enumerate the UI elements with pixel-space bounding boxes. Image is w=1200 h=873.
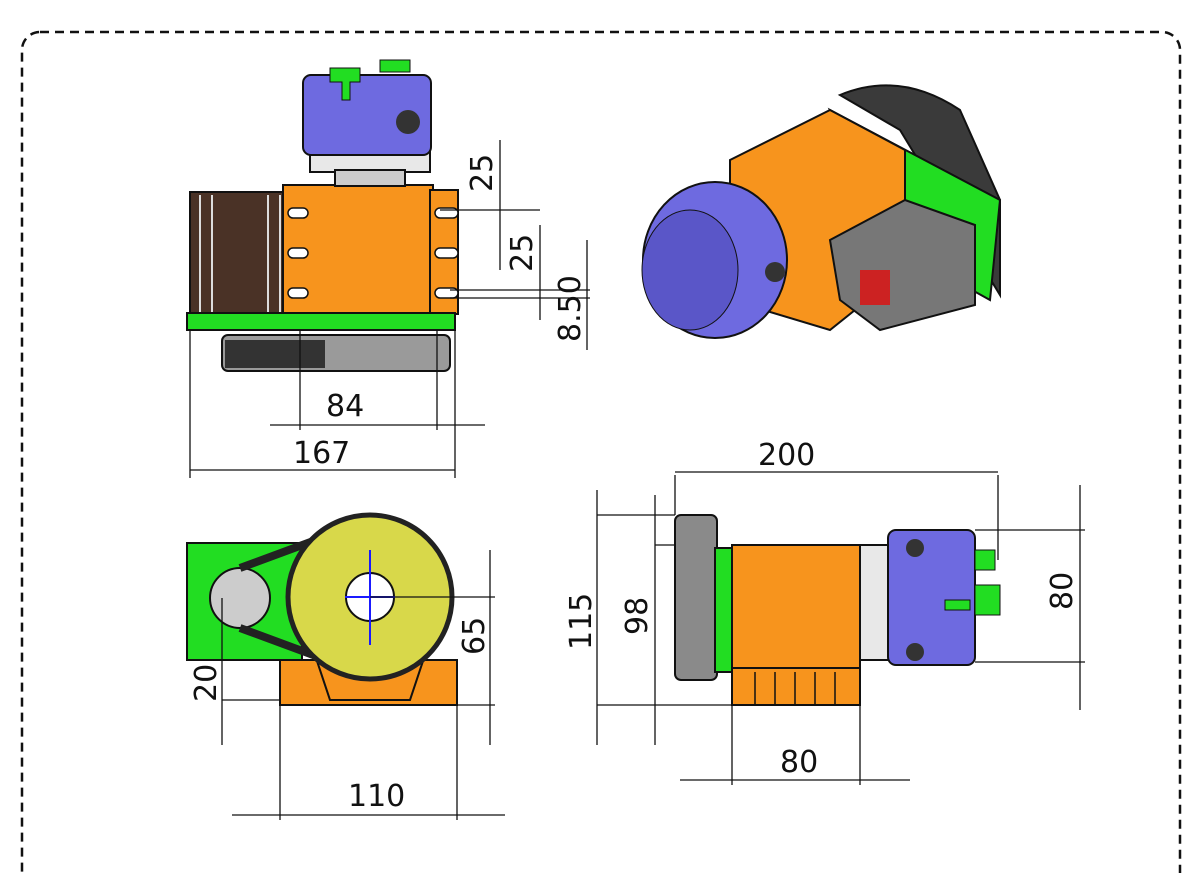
dimension-lines bbox=[221, 550, 505, 820]
belt bbox=[225, 340, 325, 368]
dim-axis-height: 65 bbox=[457, 617, 492, 655]
dim-overall-height: 115 bbox=[564, 593, 599, 650]
chuck-jaws bbox=[329, 59, 411, 101]
side-view: 20 65 110 bbox=[186, 512, 505, 820]
spindle bbox=[334, 169, 406, 187]
dimension-lines bbox=[189, 140, 590, 478]
top-slotted-base bbox=[731, 667, 861, 706]
chuck-key-hole bbox=[396, 110, 420, 134]
iso-chuck-face bbox=[641, 209, 739, 331]
dim-base-width: 110 bbox=[348, 779, 405, 814]
dashed-frame bbox=[20, 30, 1182, 873]
motor-pulley bbox=[209, 567, 271, 629]
dim-pulley-height: 98 bbox=[620, 597, 655, 635]
dim-base-height: 20 bbox=[189, 664, 224, 702]
iso-motor-label bbox=[860, 270, 890, 305]
top-plate bbox=[714, 547, 733, 673]
top-chuck-jaws bbox=[944, 549, 1001, 616]
isometric-view bbox=[641, 84, 1002, 339]
chuck-hole-top bbox=[906, 539, 924, 557]
chuck bbox=[302, 74, 432, 156]
base-slots bbox=[754, 672, 836, 705]
dim-body-width: 80 bbox=[780, 745, 818, 780]
top-chuck bbox=[887, 529, 976, 666]
dim-overall-width: 167 bbox=[293, 436, 350, 471]
top-view: 200 115 98 80 80 bbox=[564, 438, 1085, 785]
dim-chuck-height: 80 bbox=[1045, 572, 1080, 610]
iso-chuck-key-hole bbox=[765, 262, 785, 282]
dimension-lines bbox=[596, 471, 1085, 785]
top-chuck-ring bbox=[859, 544, 891, 661]
dim-length: 200 bbox=[758, 438, 815, 473]
top-pulley bbox=[674, 514, 718, 681]
stepper-motor bbox=[189, 191, 291, 315]
base-plate bbox=[186, 312, 456, 331]
chuck-hole-bottom bbox=[906, 643, 924, 661]
top-housing bbox=[731, 544, 861, 671]
dim-top-gap: 25 bbox=[465, 154, 500, 192]
dim-inner-width: 84 bbox=[326, 389, 364, 424]
motor-fins bbox=[199, 195, 281, 312]
front-view: 25 25 8.50 84 167 bbox=[186, 59, 590, 478]
dim-slot-width: 8.50 bbox=[553, 275, 588, 342]
dim-slot-pitch: 25 bbox=[505, 234, 540, 272]
